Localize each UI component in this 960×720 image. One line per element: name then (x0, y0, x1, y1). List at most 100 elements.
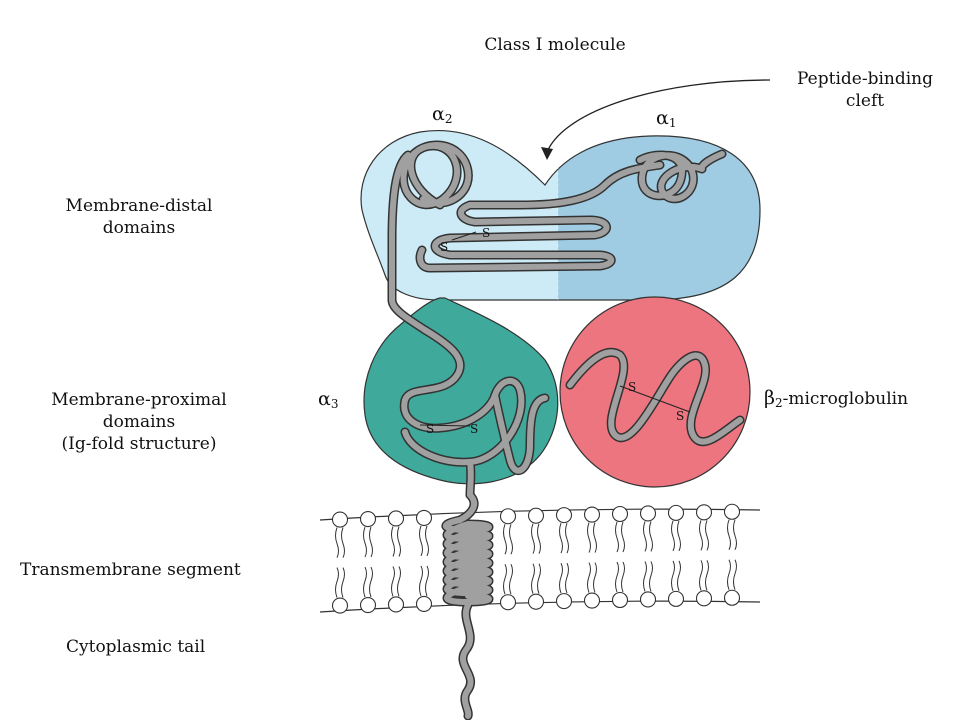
lipid-tail (621, 561, 625, 593)
alpha2-label: α2 (432, 103, 452, 125)
chain-segment (400, 142, 472, 208)
cytoplasmic-tail-label: Cytoplasmic tail (66, 637, 206, 657)
lipid-head (611, 591, 629, 609)
disulfide-s-label: S (482, 226, 491, 240)
lipid-head (611, 505, 629, 523)
lipid-tail (565, 522, 569, 554)
chain-segment (443, 517, 492, 605)
chain-segment (467, 162, 663, 208)
lipid-tail (531, 563, 535, 594)
lipid-head (527, 507, 545, 524)
lipid-head (695, 504, 713, 521)
lipid-tail (503, 524, 507, 555)
distal-label-line1: Membrane-distal (65, 196, 213, 216)
lipid-head (331, 597, 349, 614)
cleft-label-line1: Peptide-binding (797, 69, 933, 89)
proximal-label-line1: Membrane-proximal (51, 390, 227, 410)
lipid-tail (391, 566, 395, 597)
diagram-title: Class I molecule (484, 35, 626, 55)
cleft-label-line2: cleft (845, 91, 885, 111)
lipid-tail (509, 524, 513, 555)
lipid-tail (369, 566, 373, 598)
lipid-head (555, 593, 573, 610)
lipid-tail (335, 567, 339, 598)
chain-segment (637, 151, 725, 202)
lipid-head (583, 506, 601, 523)
lipid-tail (593, 522, 597, 553)
lipid-tail (733, 519, 737, 550)
lipid-head (723, 589, 741, 606)
lipid-tail (397, 526, 401, 557)
lipid-head (583, 592, 601, 609)
beta2-sub: 2 (774, 396, 783, 410)
polypeptide-chain (387, 140, 745, 720)
lipid-tail (425, 525, 429, 557)
lipid-tail (419, 525, 423, 557)
disulfide-s-label: S (426, 422, 435, 436)
lipid-tail (537, 523, 541, 554)
lipid-tail (649, 521, 653, 552)
lipid-tail (559, 562, 563, 594)
disulfide-bonds (419, 231, 691, 427)
alpha3-label: α3 (318, 388, 338, 410)
alpha1-sub: 1 (668, 116, 677, 130)
disulfide-s-label: S (440, 240, 449, 254)
lipid-tail (335, 527, 339, 558)
lipid-tail (587, 562, 591, 593)
lipid-tail (391, 526, 395, 557)
lipid-tail (615, 561, 619, 593)
lipid-tail (425, 565, 429, 597)
alpha1-label: α1 (656, 107, 676, 129)
lipid-tail (363, 526, 367, 558)
lipid-tail (587, 522, 591, 553)
lipid-tail (671, 560, 675, 592)
lipid-tail (363, 566, 367, 598)
lipid-tail (503, 564, 507, 595)
lipid-head (667, 590, 685, 607)
chain-segment (460, 602, 474, 719)
lipid-head (499, 508, 517, 525)
lipid-tail (649, 561, 653, 592)
lipid-tail (699, 520, 703, 551)
lipid-head (387, 596, 405, 613)
lipid-tail (677, 560, 681, 592)
lipid-tail (509, 564, 513, 595)
beta2-letter: β (764, 387, 775, 409)
lipid-head (331, 511, 349, 528)
lipid-head (499, 594, 517, 611)
beta2-rest: -microglobulin (782, 389, 909, 409)
disulfide-s-label: S (470, 422, 479, 436)
lipid-tail (621, 521, 625, 553)
lipid-tail (671, 520, 675, 552)
lipid-tail (397, 566, 401, 597)
alpha3-letter: α (318, 388, 331, 410)
chain-segment (492, 392, 548, 474)
lipid-tail (559, 522, 563, 554)
lipid-tail (341, 567, 345, 598)
lipid-head (359, 510, 377, 528)
lipid-tail (531, 523, 535, 554)
lipid-tail (369, 526, 373, 558)
lipid-head (723, 503, 741, 520)
lipid-tail (705, 560, 709, 591)
lipid-head (639, 505, 657, 522)
lipid-head (415, 509, 433, 526)
chain-segment (567, 349, 743, 445)
transmembrane-label: Transmembrane segment (20, 560, 241, 580)
lipid-tail (699, 560, 703, 591)
membrane-distal-domains (360, 130, 761, 301)
lipid-head (639, 591, 657, 608)
chain-segment (467, 459, 474, 498)
lipid-tail (677, 520, 681, 552)
cleft-arrow (541, 79, 771, 160)
lipid-tail (565, 562, 569, 594)
lipid-tail (733, 559, 737, 590)
disulfide-s-label: S (628, 380, 637, 394)
lipid-tail (643, 521, 647, 552)
alpha2-sub: 2 (444, 112, 453, 126)
distal-domain-outline (360, 130, 761, 301)
lipid-tail (537, 563, 541, 594)
proximal-label-line3: (Ig-fold structure) (61, 434, 217, 454)
chain-segment (417, 202, 615, 271)
distal-label-line2: domains (102, 218, 176, 238)
